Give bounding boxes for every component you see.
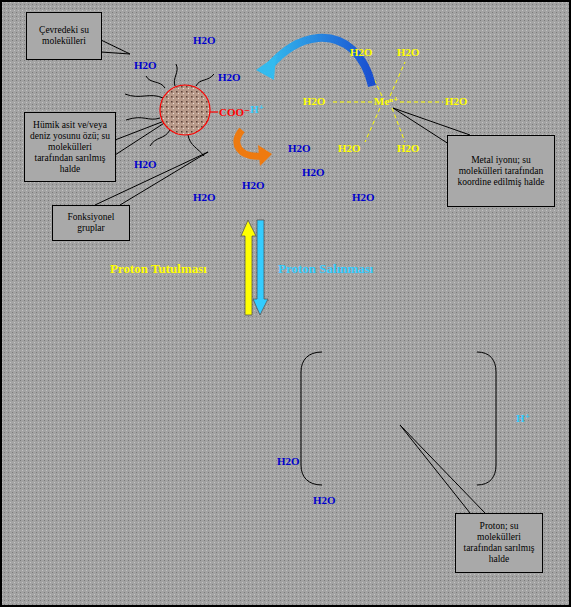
chemical-label: H2O bbox=[303, 95, 326, 108]
chemical-label: H2O bbox=[193, 34, 216, 47]
arrow-head bbox=[256, 56, 276, 80]
chemical-label: H2O bbox=[302, 166, 325, 179]
callout-text: Metal iyonu; su molekülleri tarafından k… bbox=[451, 155, 551, 188]
chemical-label: H2O bbox=[134, 59, 157, 72]
callout-box: Hümik asit ve/veya deniz yosunu özü; su … bbox=[24, 112, 116, 182]
equilibrium-arrows bbox=[241, 220, 268, 315]
coordination-dashes bbox=[330, 62, 443, 142]
chemical-label: H2O bbox=[397, 46, 420, 59]
chemical-label: H2O bbox=[350, 46, 373, 59]
process-label: Proton Salınması bbox=[278, 262, 373, 275]
chemical-label: H⁺ bbox=[516, 412, 530, 425]
leader-lines bbox=[95, 40, 485, 513]
callout-box: Metal iyonu; su molekülleri tarafından k… bbox=[447, 135, 555, 207]
bond-line bbox=[210, 111, 218, 112]
chemical-label: H⁺ bbox=[250, 103, 264, 116]
chemical-label: H2O bbox=[288, 142, 311, 155]
chemical-label: H2O bbox=[445, 95, 468, 108]
hydration-bracket bbox=[301, 352, 496, 485]
chemical-label: H2O bbox=[134, 158, 157, 171]
exchange-arrow bbox=[268, 38, 372, 86]
release-arrow bbox=[237, 130, 262, 156]
chemical-label: H2O bbox=[218, 71, 241, 84]
chemical-label: H2O bbox=[338, 142, 361, 155]
callout-box: Proton; su molekülleri tarafından sarılm… bbox=[455, 513, 543, 573]
callout-text: Hümik asit ve/veya deniz yosunu özü; su … bbox=[28, 120, 112, 175]
chemical-label: H2O bbox=[242, 179, 265, 192]
callout-box: Çevredeki su molekülleri bbox=[26, 12, 102, 60]
chemical-label: Meⁿ⁺ bbox=[374, 95, 399, 108]
chemical-label: H2O bbox=[397, 142, 420, 155]
chemical-label: H2O bbox=[277, 455, 300, 468]
chemical-label: H2O bbox=[313, 494, 336, 507]
callout-text: Fonksiyonel gruplar bbox=[56, 212, 126, 234]
callout-text: Proton; su molekülleri tarafından sarılm… bbox=[459, 521, 539, 565]
arrow-head bbox=[258, 145, 272, 166]
chemical-label: H2O bbox=[352, 191, 375, 204]
process-label: Proton Tutulması bbox=[110, 262, 207, 275]
humic-particle bbox=[160, 85, 210, 135]
chemical-label: COO⁻ bbox=[219, 106, 250, 119]
chemical-label: H2O bbox=[193, 191, 216, 204]
callout-box: Fonksiyonel gruplar bbox=[52, 205, 130, 241]
functional-group-chains bbox=[125, 64, 214, 156]
callout-text: Çevredeki su molekülleri bbox=[30, 25, 98, 47]
